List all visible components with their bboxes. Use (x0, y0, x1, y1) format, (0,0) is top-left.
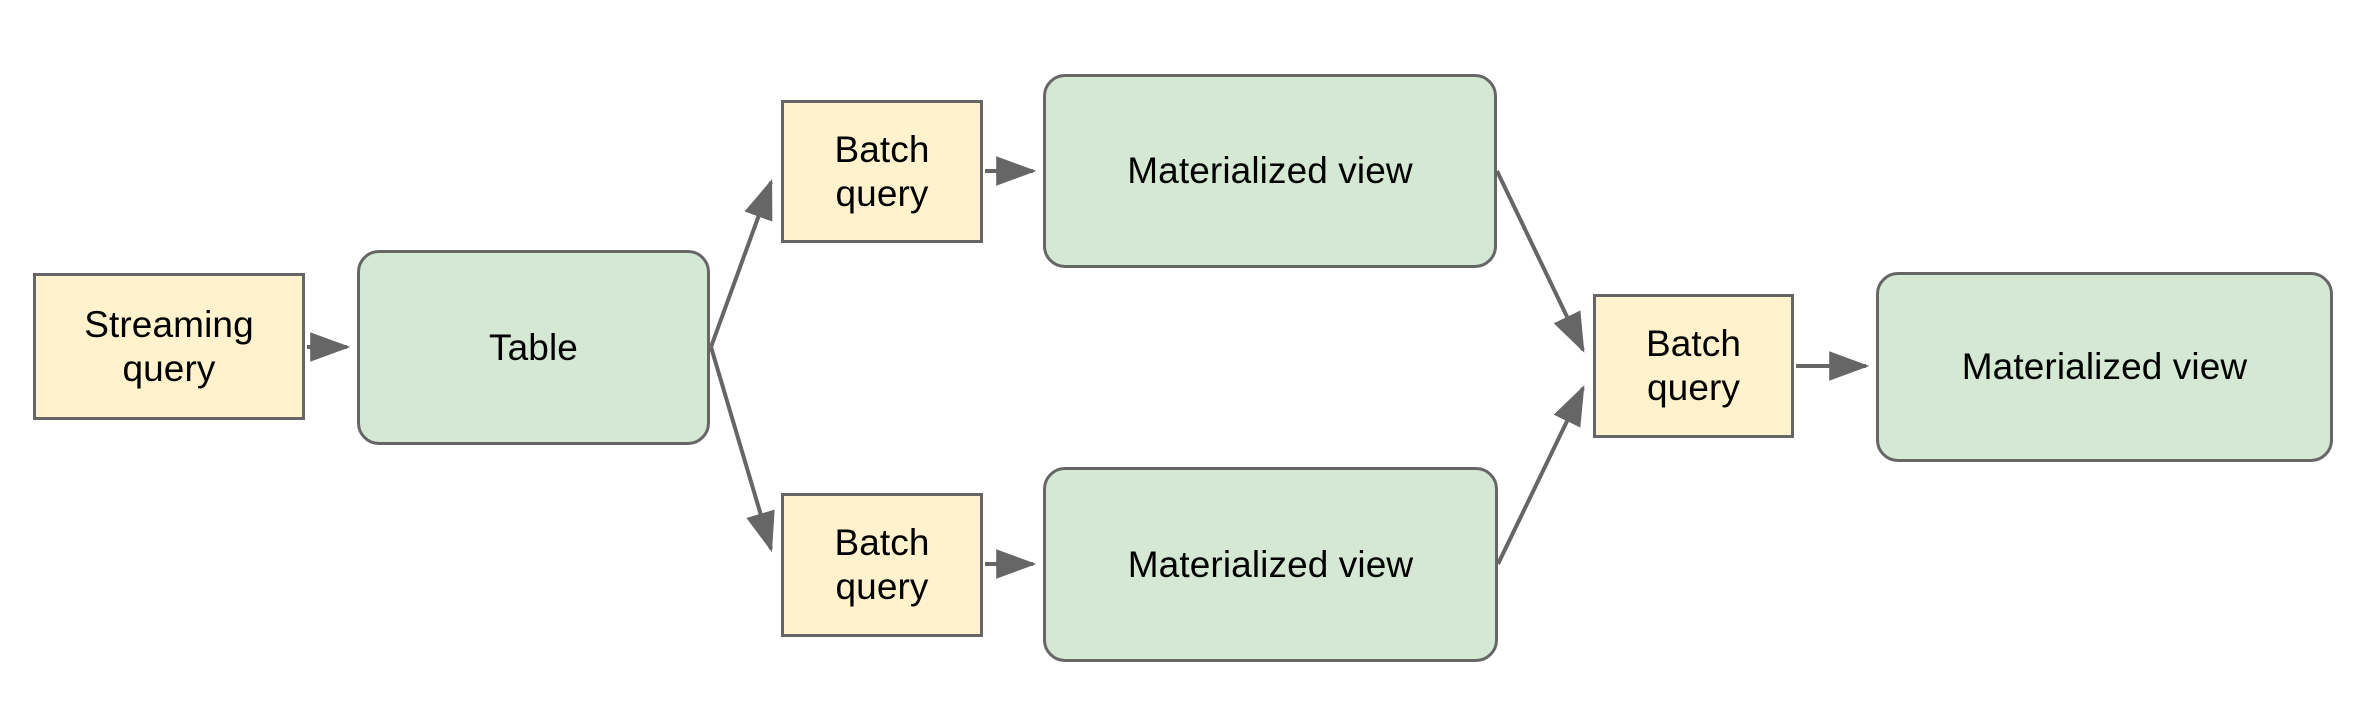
node-label-materialized-view-final: Materialized view (1961, 346, 2248, 388)
edge-table-to-batch-query-top (709, 178, 773, 348)
node-materialized-view-final[interactable]: Materialized view (1876, 272, 2333, 462)
node-label-streaming-query: Streaming query (84, 303, 254, 389)
node-table[interactable]: Table (357, 250, 710, 445)
node-label-materialized-view-top: Materialized view (1127, 150, 1413, 192)
node-label-batch-query-top: Batch query (834, 128, 930, 214)
node-streaming-query[interactable]: Streaming query (33, 273, 305, 420)
node-label-materialized-view-bottom: Materialized view (1127, 543, 1414, 585)
edge-table-to-batch-query-bottom (709, 346, 775, 553)
node-materialized-view-bottom[interactable]: Materialized view (1043, 467, 1498, 662)
edge-materialized-view-bottom-to-batch-query-merge (1496, 385, 1585, 565)
node-batch-query-top[interactable]: Batch query (781, 100, 983, 243)
node-label-batch-query-merge: Batch query (1645, 323, 1742, 408)
node-label-batch-query-bottom: Batch query (834, 522, 930, 607)
node-batch-query-merge[interactable]: Batch query (1593, 294, 1794, 438)
node-label-table: Table (489, 326, 578, 368)
node-batch-query-bottom[interactable]: Batch query (781, 493, 983, 637)
node-materialized-view-top[interactable]: Materialized view (1043, 74, 1497, 268)
edge-materialized-view-top-to-batch-query-merge (1495, 170, 1585, 353)
